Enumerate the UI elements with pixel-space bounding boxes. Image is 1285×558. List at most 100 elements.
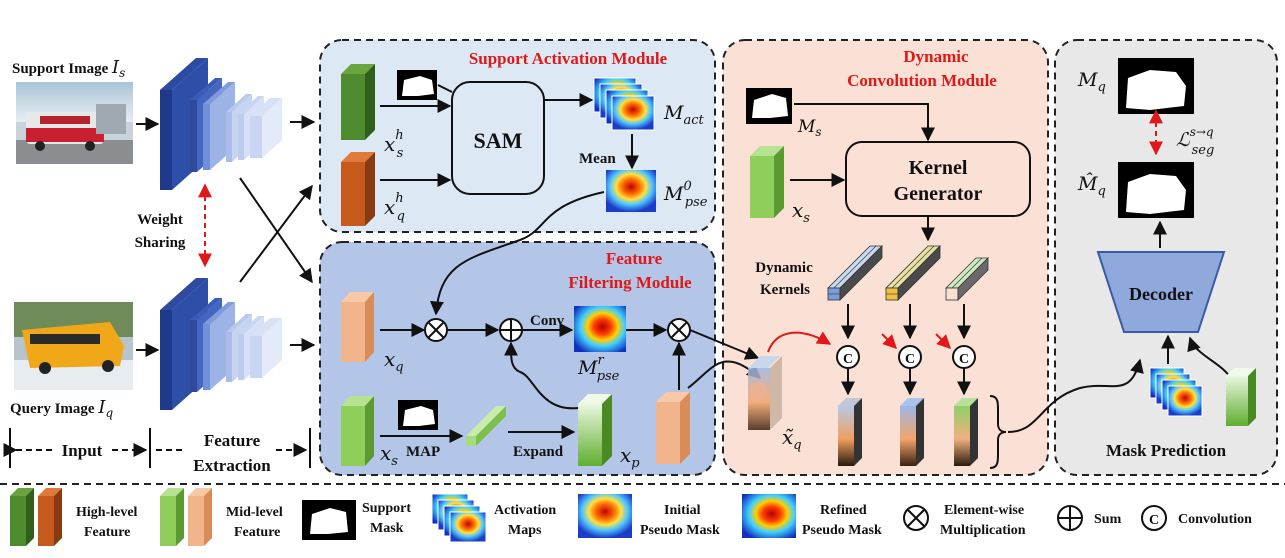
mq-label: Mq (1077, 69, 1106, 95)
legend-refined-pseudo: Refined (820, 503, 867, 518)
dcm-support-mask (746, 88, 792, 124)
query-image (14, 302, 133, 390)
conv-op-3-label: C (959, 352, 969, 367)
legend-high-level: High-level (76, 505, 138, 520)
legend-activation-maps-2: Maps (508, 523, 542, 538)
kernel-gen-label-2: Generator (894, 183, 983, 205)
prototype-vector (466, 406, 506, 446)
support-image-label: Support Image Is (12, 57, 125, 80)
legend-high-level-2: Feature (84, 525, 130, 540)
feature-extraction-marker (156, 428, 311, 468)
legend-refined-pseudo-icon (742, 494, 796, 538)
sum-op (499, 318, 523, 342)
m-act-label: Mact (663, 102, 705, 128)
expand-label: Expand (513, 444, 564, 460)
legend-mid-level: Mid-level (226, 505, 283, 520)
dcm-title: Dynamic (903, 47, 969, 66)
red-arrow-to-conv-2 (881, 333, 897, 349)
dynamic-kernel-1 (827, 245, 883, 301)
mq-hat-label: M̂q (1077, 173, 1106, 199)
legend-multiply-icon (903, 505, 929, 531)
dynamic-kernels-label: Dynamic (755, 260, 813, 276)
legend-elementwise: Element-wise (944, 503, 1024, 518)
gt-query-mask (1118, 58, 1194, 114)
dcm-xs-label: xs (792, 198, 810, 226)
legend-elementwise-2: Multiplication (940, 523, 1026, 538)
decoder-activation-maps (1149, 367, 1203, 417)
xq-mid-feature (341, 292, 374, 362)
arrow-xp-to-sum (503, 341, 579, 410)
initial-pseudo-mask (606, 170, 656, 212)
xq-label: xq (384, 347, 404, 375)
refined-pseudo-mask (574, 306, 626, 352)
arrow-ms-to-kernel-gen (794, 103, 935, 142)
decoder-block (1096, 251, 1226, 333)
activation-maps (593, 77, 655, 131)
red-arrow-to-conv-1 (767, 331, 832, 353)
legend-initial-pseudo-2: Pseudo Mask (640, 523, 720, 538)
cross-arrow-support-to-ffm (239, 177, 313, 284)
conv-op-1-label: C (843, 352, 853, 367)
support-image (16, 82, 133, 164)
weight-sharing-label-2: Sharing (135, 235, 186, 251)
feature-extraction-label-2: Extraction (193, 456, 271, 475)
xq-tilde-feature (748, 356, 782, 430)
legend-refined-pseudo-2: Pseudo Mask (802, 523, 882, 538)
dcm-title-2: Convolution Module (847, 71, 997, 90)
xq-high-feature (341, 152, 375, 226)
multiply-op-1 (424, 318, 448, 342)
feature-extraction-label: Feature (204, 431, 261, 450)
input-section-label: Input (62, 441, 103, 460)
query-backbone (160, 278, 282, 410)
dynamic-kernels-label-2: Kernels (760, 282, 810, 298)
sam-support-mask (397, 70, 437, 100)
cross-arrow-query-to-sam (239, 184, 313, 283)
arrow-to-decoder (1007, 358, 1144, 433)
legend-sum-icon (1057, 505, 1083, 531)
legend-activation-maps-icon (431, 493, 487, 543)
ffm-title: Feature (606, 249, 663, 268)
outputs-brace (989, 395, 1007, 469)
xq-tilde-label: x̃q (782, 425, 802, 453)
dynamic-kernel-2 (885, 245, 941, 301)
red-arrow-to-conv-3 (935, 333, 951, 349)
conv-output-1 (838, 398, 862, 466)
legend-conv-symbol: C (1149, 513, 1159, 528)
input-section-marker (3, 428, 151, 468)
legend-mid-level-icon (160, 488, 212, 546)
legend-convolution: Convolution (1178, 512, 1252, 527)
xs-high-feature (341, 64, 375, 140)
dcm-xs-feature (750, 146, 784, 218)
legend-high-level-icon (10, 488, 62, 546)
multiply-op-2 (667, 318, 691, 342)
legend-initial-pseudo-icon (578, 494, 632, 538)
legend-support-mask: Support (362, 501, 411, 516)
sam-title: Support Activation Module (469, 49, 668, 68)
decoder-mid-feature (1226, 368, 1256, 426)
xp-feature (578, 394, 612, 466)
sam-block (451, 81, 545, 195)
xs-label: xs (380, 441, 398, 469)
kernel-gen-label: Kernel (909, 157, 968, 179)
xp-label: xp (620, 443, 640, 471)
ms-label: Ms (797, 117, 822, 139)
legend-support-mask-icon (302, 500, 356, 540)
arrow-pseudo-to-multiply (429, 191, 605, 316)
legend-support-mask-2: Mask (370, 521, 404, 536)
xs-mid-feature (341, 396, 374, 466)
conv-op-2-label: C (905, 352, 915, 367)
legend-initial-pseudo: Initial (664, 503, 701, 518)
xq-mid-feature-copy (656, 392, 690, 464)
mean-label: Mean (579, 151, 616, 167)
ffm-support-mask (398, 400, 438, 430)
mask-prediction-title: Mask Prediction (1106, 441, 1227, 460)
sam-block-label: SAM (474, 128, 523, 153)
conv-output-2 (900, 398, 924, 466)
conv-label: Conv (530, 313, 565, 329)
legend-sum: Sum (1094, 512, 1122, 527)
ffm-title-2: Filtering Module (568, 273, 692, 292)
